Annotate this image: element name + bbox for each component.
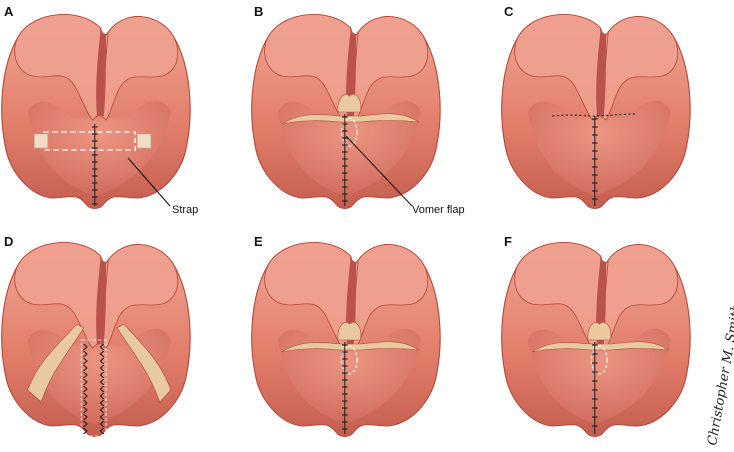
panel-d-stitch-left bbox=[83, 427, 88, 435]
panel-a-strap-pad-right bbox=[137, 133, 152, 149]
panel-e bbox=[251, 242, 441, 437]
vomer-flap-leader-line bbox=[345, 135, 413, 207]
palate-illustration bbox=[501, 242, 691, 437]
panel-b-mucosa bbox=[277, 100, 421, 196]
panel-d-lateral-incision-right bbox=[116, 323, 172, 403]
panel-d-stitch-right bbox=[99, 399, 105, 407]
panel-d-stitch-right bbox=[99, 364, 105, 372]
panel-d-stitch-right bbox=[99, 343, 105, 351]
panel-d-stitch-right bbox=[99, 420, 105, 428]
panel-a-mucosa bbox=[27, 100, 171, 196]
panel-d-stitch-left bbox=[83, 357, 88, 365]
panel-f-mucosa bbox=[527, 328, 671, 424]
panel-d-lateral-incision-left bbox=[27, 323, 85, 403]
panel-letter-a: A bbox=[4, 4, 14, 19]
panel-d-stitch-left bbox=[83, 364, 88, 372]
panel-d-stitch-left bbox=[83, 371, 88, 379]
panel-a bbox=[1, 14, 191, 209]
panel-d-stitch-right bbox=[99, 357, 105, 365]
panel-a-strap-band bbox=[42, 131, 136, 151]
panel-letter-f: F bbox=[504, 234, 512, 249]
panel-a-strap-pad-left bbox=[33, 133, 49, 149]
panel-d-stitch-left bbox=[83, 350, 88, 358]
panel-d-stitch-right bbox=[99, 413, 105, 421]
panel-d-stitch-right bbox=[99, 406, 105, 414]
panel-d bbox=[1, 242, 191, 437]
panel-d-stitch-right bbox=[99, 371, 105, 379]
panel-d-stitch-left bbox=[83, 399, 88, 407]
panel-d-stitch-left bbox=[83, 385, 88, 393]
panel-b bbox=[251, 14, 441, 209]
panel-d-stitch-left bbox=[83, 413, 88, 421]
panel-d-stitch-right bbox=[99, 385, 105, 393]
panel-d-flap-outline bbox=[80, 339, 107, 437]
palate-illustration bbox=[251, 14, 441, 209]
panel-f bbox=[501, 242, 691, 437]
panel-d-stitch-left bbox=[83, 392, 88, 400]
strap-label: Strap bbox=[172, 204, 198, 216]
panel-d-stitch-right bbox=[99, 392, 105, 400]
vomer-flap-label: Vomer flap bbox=[412, 204, 465, 216]
palate-illustration bbox=[501, 14, 691, 209]
panel-d-stitch-right bbox=[99, 350, 105, 358]
panel-c-cleft-slit bbox=[596, 32, 606, 116]
panel-letter-b: B bbox=[254, 4, 263, 19]
palate-illustration bbox=[251, 242, 441, 437]
panel-f-vomer-flap-outline bbox=[590, 345, 608, 375]
panel-f-flap-edge bbox=[531, 341, 670, 353]
panel-d-stitch-right bbox=[99, 427, 105, 435]
panel-b-vomer-tissue bbox=[337, 93, 362, 113]
panel-letter-d: D bbox=[4, 234, 13, 249]
panel-b-flap-edge bbox=[281, 113, 420, 125]
panel-d-stitch-left bbox=[83, 378, 88, 386]
panel-d-stitch-left bbox=[83, 343, 88, 351]
strap-leader-line bbox=[127, 157, 171, 207]
panel-f-vomer-tissue bbox=[587, 321, 612, 341]
artist-signature: Christopher M. Smith bbox=[705, 303, 734, 447]
panel-a-cleft-slit bbox=[96, 32, 106, 116]
panel-b-vomer-flap-outline bbox=[340, 117, 358, 147]
panel-c-mucosa bbox=[527, 100, 671, 196]
panel-d-stitch-right bbox=[99, 378, 105, 386]
panel-d-stitch-left bbox=[83, 406, 88, 414]
panel-e-flap-edge bbox=[281, 341, 420, 353]
panel-d-stitch-left bbox=[83, 420, 88, 428]
palate-illustration bbox=[1, 14, 191, 209]
panel-c bbox=[501, 14, 691, 209]
panel-e-mucosa bbox=[277, 328, 421, 424]
panel-e-vomer-flap-outline bbox=[340, 345, 358, 375]
palate-illustration bbox=[1, 242, 191, 437]
panel-letter-c: C bbox=[504, 4, 514, 19]
panel-letter-e: E bbox=[254, 234, 263, 249]
panel-d-cleft-slit bbox=[96, 260, 106, 344]
panel-e-vomer-tissue bbox=[337, 321, 362, 341]
